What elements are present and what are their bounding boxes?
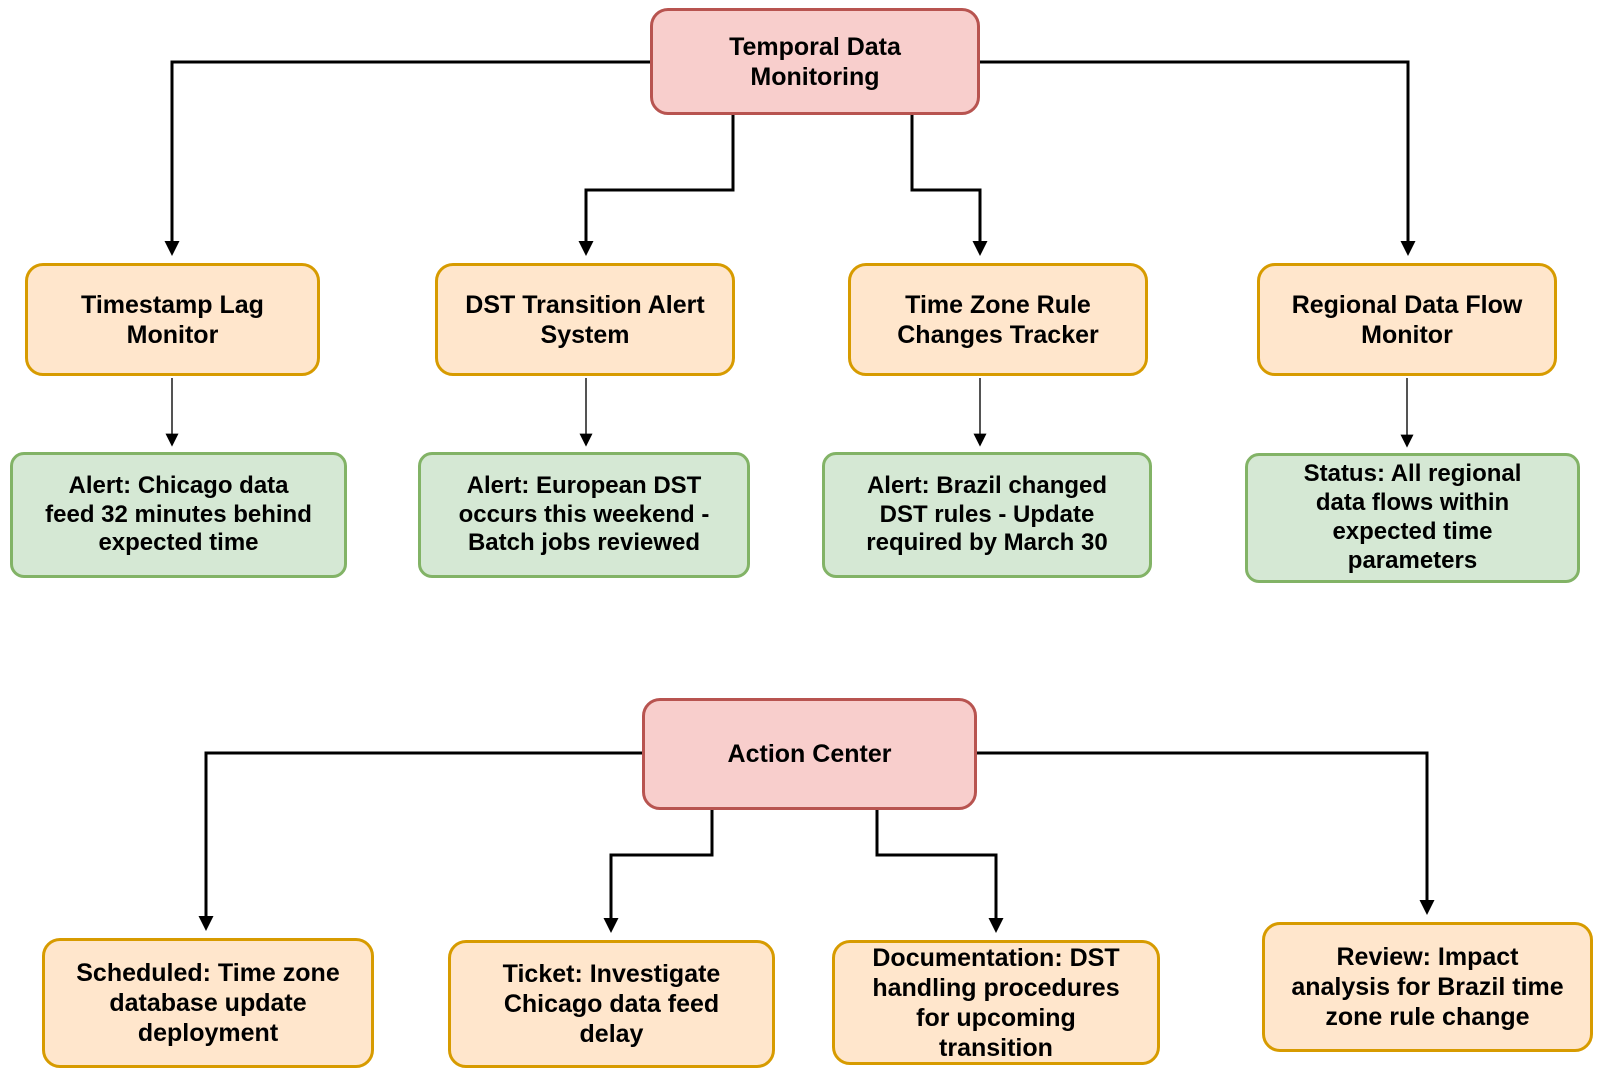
node-ticket-investigate-chicago: Ticket: Investigate Chicago data feed de…	[448, 940, 775, 1068]
node-documentation-dst-procedures: Documentation: DST handling procedures f…	[832, 940, 1160, 1065]
node-label: Status: All regional data flows within e…	[1303, 460, 1522, 574]
edge-tdm-to-regional-flow	[980, 60, 1416, 256]
edge-ac-to-ticket	[603, 810, 714, 933]
node-temporal-data-monitoring: Temporal Data Monitoring	[650, 8, 980, 115]
node-time-zone-rule-changes-tracker: Time Zone Rule Changes Tracker	[848, 263, 1148, 376]
node-label: Alert: Chicago data feed 32 minutes behi…	[45, 471, 312, 557]
node-label: Scheduled: Time zone database update dep…	[76, 959, 340, 1047]
node-timestamp-lag-monitor: Timestamp Lag Monitor	[25, 263, 320, 376]
node-regional-data-flow-monitor: Regional Data Flow Monitor	[1257, 263, 1557, 376]
edge-ac-to-documentation	[875, 810, 1004, 933]
node-alert-chicago-feed: Alert: Chicago data feed 32 minutes behi…	[10, 452, 347, 578]
node-label: Ticket: Investigate Chicago data feed de…	[502, 960, 721, 1048]
node-label: Review: Impact analysis for Brazil time …	[1291, 943, 1564, 1031]
node-label: Alert: European DST occurs this weekend …	[458, 471, 710, 557]
node-label: Action Center	[727, 740, 892, 768]
edge-tdm-to-tz-rule-tracker	[910, 115, 988, 256]
node-action-center: Action Center	[642, 698, 977, 810]
node-label: Regional Data Flow Monitor	[1291, 290, 1523, 349]
node-label: Time Zone Rule Changes Tracker	[897, 290, 1099, 349]
node-label: DST Transition Alert System	[465, 290, 705, 349]
node-label: Alert: Brazil changed DST rules - Update…	[866, 471, 1108, 557]
node-label: Temporal Data Monitoring	[729, 32, 901, 91]
node-scheduled-tz-db-update: Scheduled: Time zone database update dep…	[42, 938, 374, 1068]
node-alert-brazil-dst: Alert: Brazil changed DST rules - Update…	[822, 452, 1152, 578]
node-dst-transition-alert-system: DST Transition Alert System	[435, 263, 735, 376]
node-label: Timestamp Lag Monitor	[81, 290, 264, 349]
edge-tdm-to-timestamp-lag	[164, 60, 650, 256]
node-alert-european-dst: Alert: European DST occurs this weekend …	[418, 452, 750, 578]
edge-ac-to-scheduled	[198, 751, 642, 931]
node-review-brazil-impact: Review: Impact analysis for Brazil time …	[1262, 922, 1593, 1052]
edge-ac-to-review	[977, 751, 1435, 915]
node-label: Documentation: DST handling procedures f…	[872, 943, 1120, 1062]
edge-tdm-to-dst-transition	[578, 115, 735, 256]
node-status-regional-flows: Status: All regional data flows within e…	[1245, 453, 1580, 583]
